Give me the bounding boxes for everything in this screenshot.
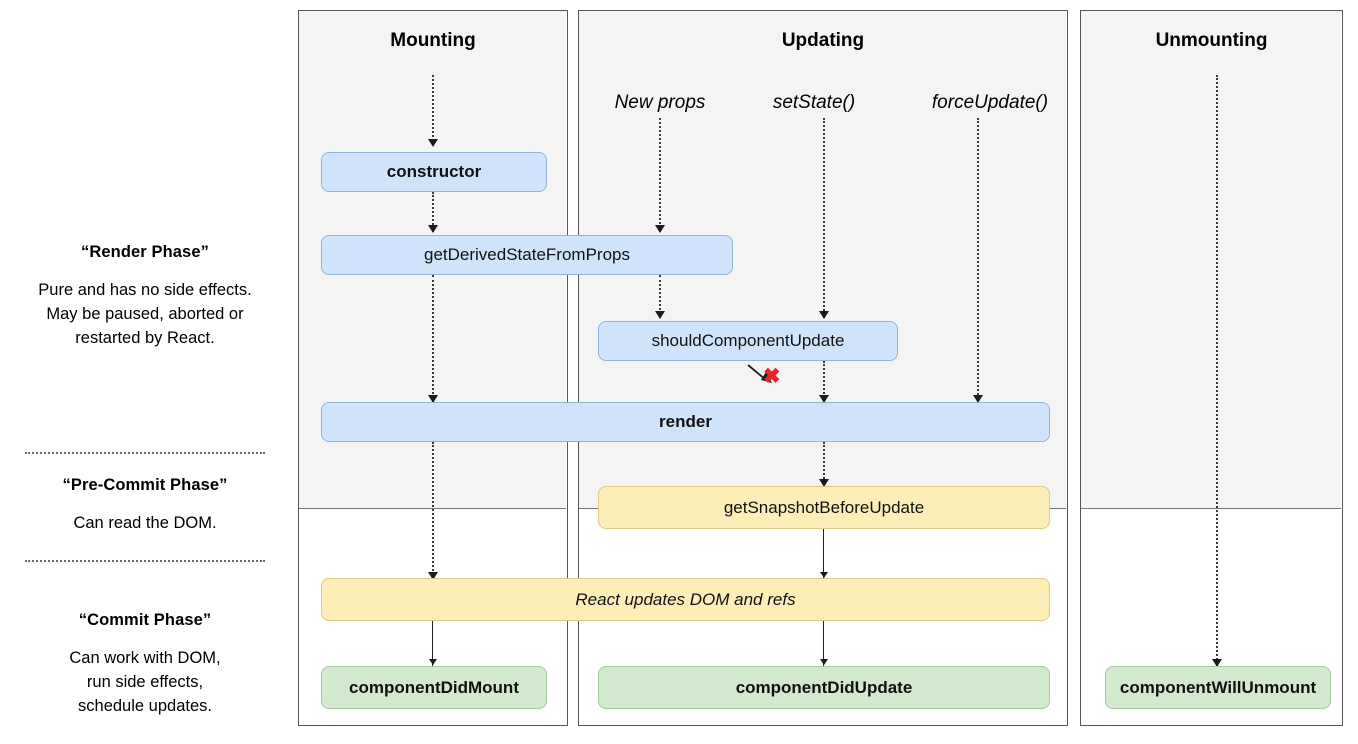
- lifecycle-box-constructor[interactable]: constructor: [321, 152, 547, 192]
- legend-render-phase-body: Pure and has no side effects. May be pau…: [0, 278, 290, 350]
- trigger-new-props: New props: [614, 92, 706, 113]
- lifecycle-box-component-will-unmount[interactable]: componentWillUnmount: [1105, 666, 1331, 709]
- legend-commit-phase: “Commit Phase” Can work with DOM, run si…: [0, 611, 290, 718]
- column-mounting-title: Mounting: [390, 30, 476, 51]
- lifecycle-box-render[interactable]: render: [321, 402, 1050, 442]
- skip-render-x-icon: ✖: [763, 365, 781, 388]
- column-unmounting-render-band: [1081, 11, 1342, 510]
- lifecycle-box-get-snapshot-before-update[interactable]: getSnapshotBeforeUpdate: [598, 486, 1050, 529]
- legend-render-phase: “Render Phase” Pure and has no side effe…: [0, 243, 290, 350]
- trigger-force-update: forceUpdate(): [931, 92, 1049, 113]
- legend-commit-phase-line-1: Can work with DOM,: [69, 649, 221, 667]
- legend-divider-top: [25, 452, 265, 454]
- legend-pre-commit-phase: “Pre-Commit Phase” Can read the DOM.: [0, 476, 290, 535]
- legend-render-phase-line-3: restarted by React.: [75, 329, 215, 347]
- legend-commit-phase-line-2: run side effects,: [86, 673, 204, 691]
- lifecycle-box-component-did-update[interactable]: componentDidUpdate: [598, 666, 1050, 709]
- column-unmounting-title: Unmounting: [1155, 30, 1268, 51]
- lifecycle-box-react-updates-dom-and-refs[interactable]: React updates DOM and refs: [321, 578, 1050, 621]
- legend-render-phase-title: “Render Phase”: [81, 243, 209, 261]
- lifecycle-box-should-component-update[interactable]: shouldComponentUpdate: [598, 321, 898, 361]
- skip-render-diagonal-arrow: [746, 363, 782, 394]
- trigger-set-state: setState(): [772, 92, 856, 113]
- legend-render-phase-line-1: Pure and has no side effects.: [38, 281, 252, 299]
- legend-divider-bottom: [25, 560, 265, 562]
- lifecycle-box-get-derived-state-from-props[interactable]: getDerivedStateFromProps: [321, 235, 733, 275]
- legend-render-phase-line-2: May be paused, aborted or: [46, 305, 244, 323]
- legend-commit-phase-title: “Commit Phase”: [78, 611, 212, 629]
- lifecycle-box-component-did-mount[interactable]: componentDidMount: [321, 666, 547, 709]
- legend-pre-commit-phase-title: “Pre-Commit Phase”: [62, 476, 228, 494]
- legend-commit-phase-line-3: schedule updates.: [78, 697, 212, 715]
- column-updating-title: Updating: [781, 30, 865, 51]
- legend-pre-commit-phase-line-1: Can read the DOM.: [73, 514, 217, 532]
- legend-commit-phase-body: Can work with DOM, run side effects, sch…: [0, 646, 290, 718]
- legend-pre-commit-phase-body: Can read the DOM.: [0, 511, 290, 535]
